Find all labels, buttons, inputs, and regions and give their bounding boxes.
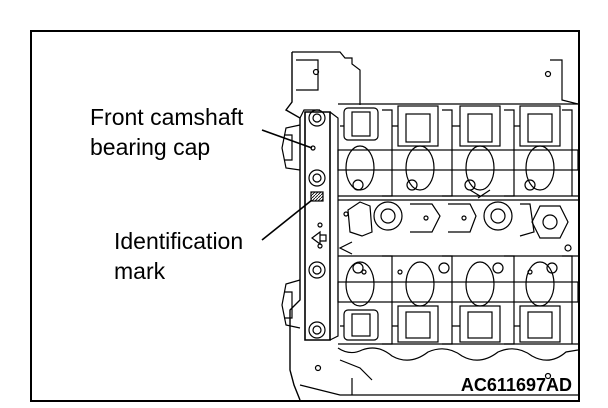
front-camshaft-label-line2: bearing cap	[90, 134, 211, 160]
ident-mark-leader	[261, 199, 313, 241]
front-cap-leader	[261, 129, 313, 149]
lower-edge	[337, 347, 578, 381]
lower-cam-section	[338, 255, 578, 345]
identification-label-line2: mark	[114, 258, 166, 284]
head-casting-outline	[284, 51, 578, 400]
front-camshaft-label-line1: Front camshaft	[90, 104, 244, 130]
front-bearing-cap	[304, 109, 339, 341]
upper-cam-section	[338, 103, 578, 197]
identification-mark	[310, 191, 324, 202]
spark-plug-bosses	[338, 189, 578, 257]
side-boss	[281, 124, 301, 329]
figure-reference-code: AC611697AD	[460, 375, 572, 395]
identification-label-line1: Identification	[114, 228, 244, 254]
camshafts	[337, 149, 578, 303]
